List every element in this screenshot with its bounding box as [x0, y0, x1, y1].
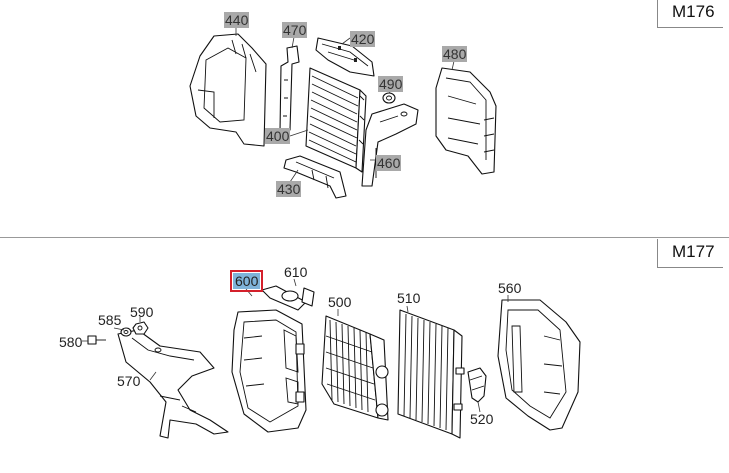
callout-510[interactable]: 510 — [397, 290, 421, 306]
callout-585[interactable]: 585 — [98, 312, 122, 328]
part-520-drier — [467, 367, 487, 403]
callout-520[interactable]: 520 — [470, 411, 494, 427]
part-400-radiator — [305, 67, 367, 173]
part-460-support — [361, 103, 419, 187]
part-590-nut — [132, 321, 149, 335]
engine-tab-m176[interactable]: M176 — [657, 0, 723, 28]
callout-570[interactable]: 570 — [117, 373, 141, 389]
part-cooling-module — [231, 309, 307, 433]
callout-400[interactable]: 400 — [265, 128, 291, 144]
callout-580[interactable]: 580 — [59, 334, 83, 350]
part-585-washer — [120, 327, 132, 337]
part-470-bracket — [279, 45, 300, 133]
callout-480[interactable]: 480 — [442, 46, 468, 62]
part-580-bolt — [87, 335, 106, 345]
section-divider — [0, 237, 729, 238]
part-490-grommet — [382, 92, 396, 104]
callout-590[interactable]: 590 — [130, 304, 154, 320]
callout-470[interactable]: 470 — [282, 22, 308, 38]
part-560-fan-shroud — [497, 299, 581, 431]
part-500-radiator — [321, 315, 389, 421]
part-570-bracket — [117, 329, 229, 439]
part-480-fan-shroud — [435, 67, 497, 175]
part-430-lower-mount — [283, 155, 347, 199]
callout-420[interactable]: 420 — [350, 31, 376, 47]
callout-460[interactable]: 460 — [376, 155, 402, 171]
callout-430[interactable]: 430 — [276, 181, 302, 197]
callout-440[interactable]: 440 — [224, 12, 250, 28]
part-510-condenser — [397, 309, 465, 439]
callout-610[interactable]: 610 — [284, 264, 308, 280]
callout-500[interactable]: 500 — [328, 294, 352, 310]
callout-600-selected[interactable]: 600 — [229, 270, 264, 292]
callout-560[interactable]: 560 — [498, 280, 522, 296]
part-600-610-expansion-tank — [261, 285, 315, 311]
engine-tab-m177[interactable]: M177 — [657, 239, 723, 268]
part-440-air-duct — [189, 33, 267, 147]
part-420-upper-mount — [315, 37, 375, 77]
callout-490[interactable]: 490 — [378, 76, 404, 92]
